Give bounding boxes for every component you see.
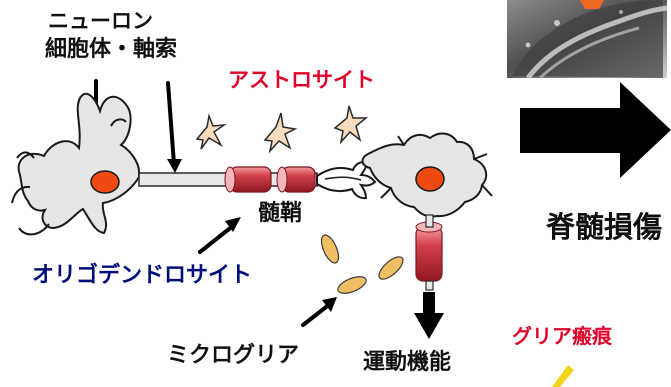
astrocyte-shape-1 [195,113,227,150]
astrocyte-shapes [195,105,369,154]
myelin-segment-2 [276,166,316,193]
myelin-label: 髄鞘 [258,201,303,226]
astrocyte-shape-2 [263,112,298,154]
motor-function-label: 運動機能 [363,350,452,375]
synapse-terminal [316,161,377,200]
astrocyte-shape-3 [333,105,369,145]
glial-scar-label: グリア瘢痕 [512,324,612,348]
neuron-label: ニューロン [48,9,153,33]
neuron-cell-body [11,92,140,236]
microglia-cells [320,234,404,294]
mri-scan-strip [507,0,668,80]
microglia-cell-1 [320,234,340,264]
yellow-scar-mark [552,365,574,387]
target-neuron [361,132,493,291]
microglia-cell-3 [337,276,367,294]
microglia-label: ミクログリア [167,343,300,368]
oligodendrocyte-label: オリゴデンドロサイト [32,263,253,288]
motor-function-arrow-icon [414,292,444,339]
microglia-cell-2 [378,256,404,280]
large-right-arrow-icon [520,82,671,178]
cell-body-axon-label: 細胞体・軸索 [45,37,178,62]
myelin-segment-3 [415,221,443,282]
astrocyte-label: アストロサイト [228,68,375,92]
myelin-segment-1 [224,166,272,193]
spinal-cord-injury-label: 脊髄損傷 [546,210,663,244]
